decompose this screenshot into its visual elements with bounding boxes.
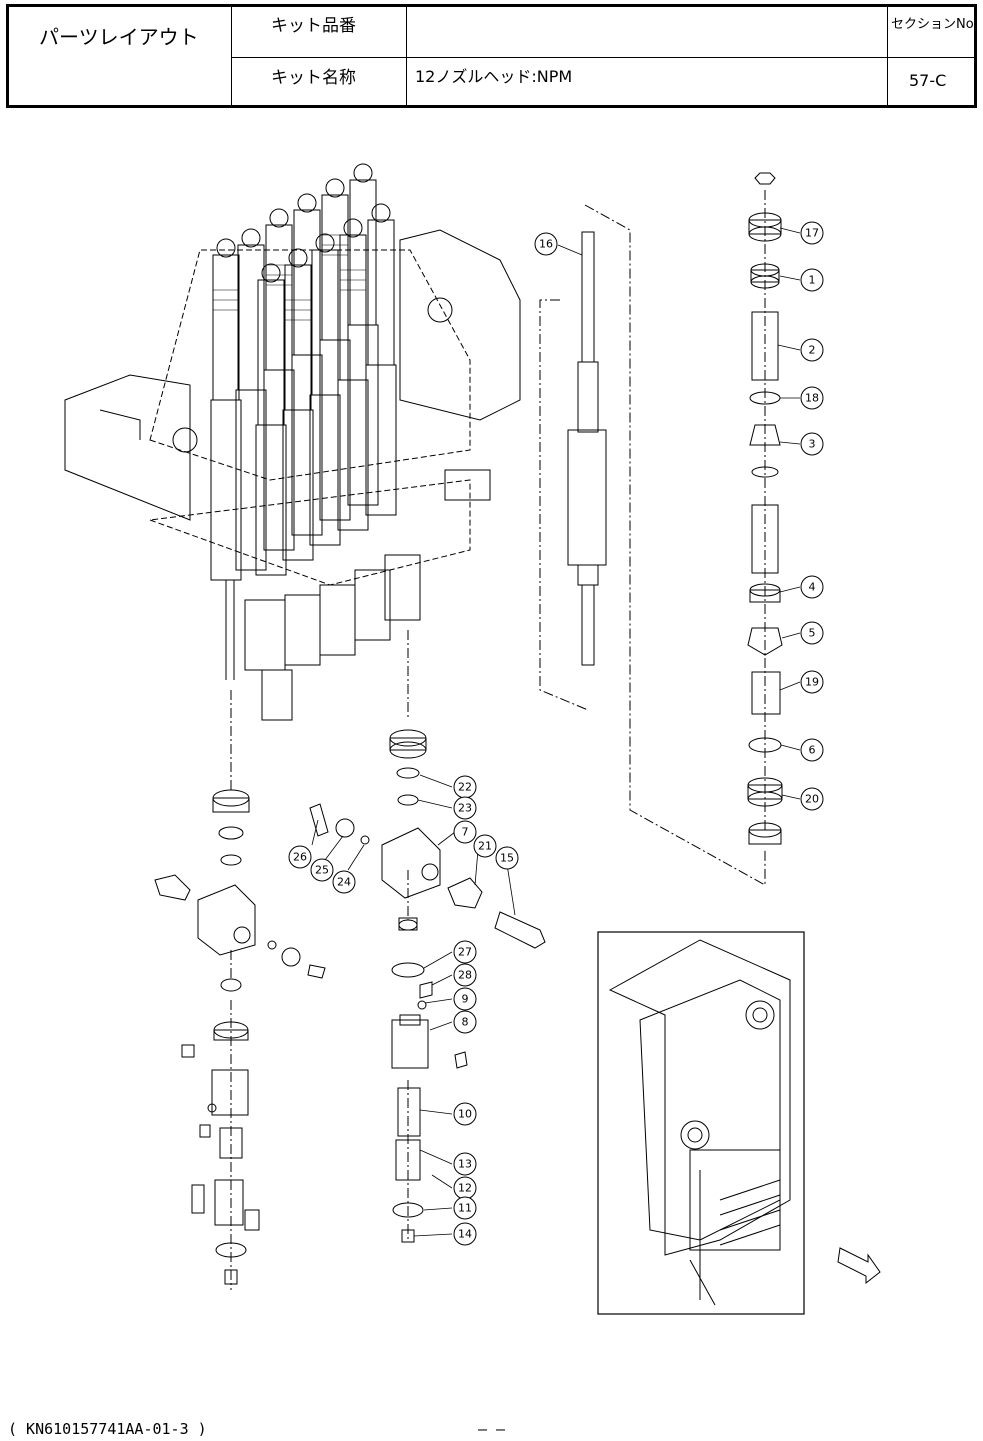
balloon-18: 18 xyxy=(801,387,823,409)
svg-text:26: 26 xyxy=(293,851,307,864)
svg-text:21: 21 xyxy=(478,840,492,853)
balloon-10: 10 xyxy=(454,1103,476,1125)
page-marks: – – xyxy=(478,1420,505,1438)
balloon-8: 8 xyxy=(454,1011,476,1033)
balloon-16: 16 xyxy=(535,233,557,255)
svg-text:16: 16 xyxy=(539,238,553,251)
svg-text:7: 7 xyxy=(462,826,469,839)
center-valve-assembly xyxy=(310,730,545,1242)
balloon-26: 26 xyxy=(289,846,311,868)
svg-text:5: 5 xyxy=(809,627,816,640)
svg-text:20: 20 xyxy=(805,793,819,806)
balloon-13: 13 xyxy=(454,1153,476,1175)
balloon-20: 20 xyxy=(801,788,823,810)
balloon-9: 9 xyxy=(454,988,476,1010)
nozzle-shaft-part-16 xyxy=(568,232,606,665)
balloon-17: 17 xyxy=(801,222,823,244)
leader-lines xyxy=(312,228,800,1236)
svg-text:10: 10 xyxy=(458,1108,472,1121)
svg-text:19: 19 xyxy=(805,676,819,689)
svg-text:18: 18 xyxy=(805,392,819,405)
balloon-23: 23 xyxy=(454,797,476,819)
balloon-19: 19 xyxy=(801,671,823,693)
svg-text:24: 24 xyxy=(337,876,351,889)
svg-text:15: 15 xyxy=(500,852,514,865)
balloon-28: 28 xyxy=(454,964,476,986)
svg-text:25: 25 xyxy=(315,864,329,877)
balloon-1: 1 xyxy=(801,269,823,291)
balloon-27: 27 xyxy=(454,941,476,963)
svg-text:8: 8 xyxy=(462,1016,469,1029)
balloon-11: 11 xyxy=(454,1197,476,1219)
svg-text:23: 23 xyxy=(458,802,472,815)
balloon-2: 2 xyxy=(801,339,823,361)
svg-text:9: 9 xyxy=(462,993,469,1006)
balloon-22: 22 xyxy=(454,776,476,798)
balloon-5: 5 xyxy=(801,622,823,644)
part-balloons: 16 17 1 2 18 3 4 5 19 6 20 22 23 7 21 15… xyxy=(289,222,823,1245)
balloon-25: 25 xyxy=(311,859,333,881)
svg-text:3: 3 xyxy=(809,438,816,451)
svg-text:28: 28 xyxy=(458,969,472,982)
svg-text:14: 14 xyxy=(458,1228,472,1241)
svg-text:22: 22 xyxy=(458,781,472,794)
balloon-15: 15 xyxy=(496,847,518,869)
document-id: ( KN610157741AA-01-3 ) xyxy=(8,1420,207,1438)
svg-text:17: 17 xyxy=(805,227,819,240)
svg-text:4: 4 xyxy=(809,581,816,594)
balloon-4: 4 xyxy=(801,576,823,598)
svg-text:2: 2 xyxy=(809,344,816,357)
balloon-3: 3 xyxy=(801,433,823,455)
balloon-7: 7 xyxy=(454,821,476,843)
svg-text:11: 11 xyxy=(458,1202,472,1215)
svg-text:27: 27 xyxy=(458,946,472,959)
svg-text:6: 6 xyxy=(809,744,816,757)
balloon-12: 12 xyxy=(454,1177,476,1199)
balloon-24: 24 xyxy=(333,871,355,893)
balloon-21: 21 xyxy=(474,835,496,857)
svg-text:13: 13 xyxy=(458,1158,472,1171)
svg-text:12: 12 xyxy=(458,1182,472,1195)
svg-text:1: 1 xyxy=(809,274,816,287)
view-direction-arrow xyxy=(838,1248,880,1283)
balloon-6: 6 xyxy=(801,739,823,761)
balloon-14: 14 xyxy=(454,1223,476,1245)
nozzle-shaft-array xyxy=(211,164,420,720)
inset-overview xyxy=(598,932,804,1314)
